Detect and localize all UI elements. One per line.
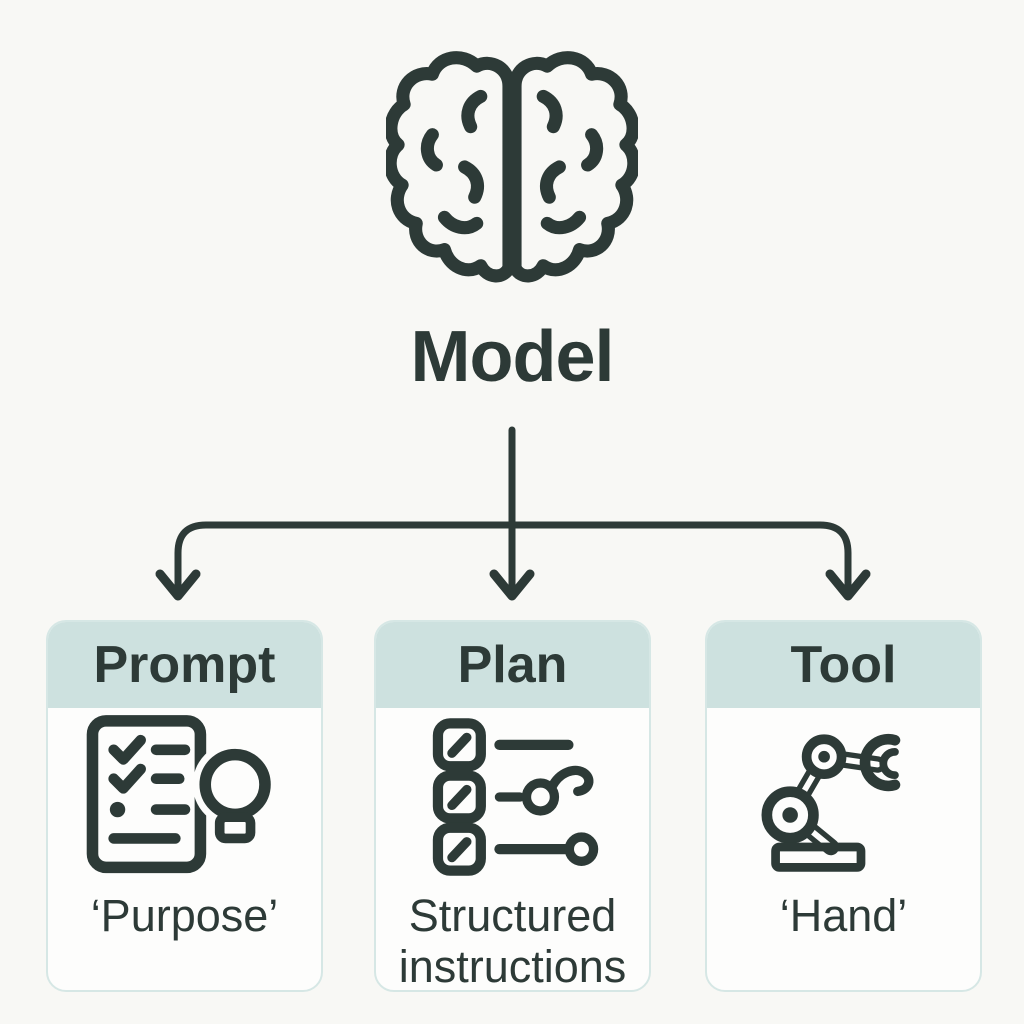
robot-arm-icon	[739, 708, 949, 886]
card-plan-caption: Structured instructions	[398, 890, 627, 992]
task-checklist-flow-icon	[410, 708, 615, 886]
card-prompt-caption: ‘Purpose’	[90, 890, 279, 941]
fanout-arrows	[155, 426, 871, 601]
card-prompt: Prompt	[46, 620, 323, 992]
card-tool-caption: ‘Hand’	[779, 890, 908, 941]
card-tool-title: Tool	[790, 636, 897, 694]
card-plan-header: Plan	[376, 622, 649, 708]
brain-icon	[386, 51, 638, 283]
arrow-right-line	[508, 521, 852, 590]
checklist-lightbulb-icon	[79, 708, 291, 886]
card-prompt-body: ‘Purpose’	[48, 708, 321, 990]
card-plan-title: Plan	[457, 636, 568, 694]
card-plan: Plan	[374, 620, 651, 992]
card-tool-header: Tool	[707, 622, 980, 708]
arrowhead-center	[489, 569, 535, 601]
card-tool-body: ‘Hand’	[707, 708, 980, 990]
card-prompt-title: Prompt	[93, 636, 276, 694]
card-tool: Tool	[705, 620, 982, 992]
model-label: Model	[410, 317, 615, 397]
arrowhead-left	[155, 569, 201, 601]
card-plan-body: Structured instructions	[376, 708, 649, 992]
arrowhead-right	[825, 569, 871, 601]
arrow-left-line	[174, 521, 516, 590]
card-prompt-header: Prompt	[48, 622, 321, 708]
